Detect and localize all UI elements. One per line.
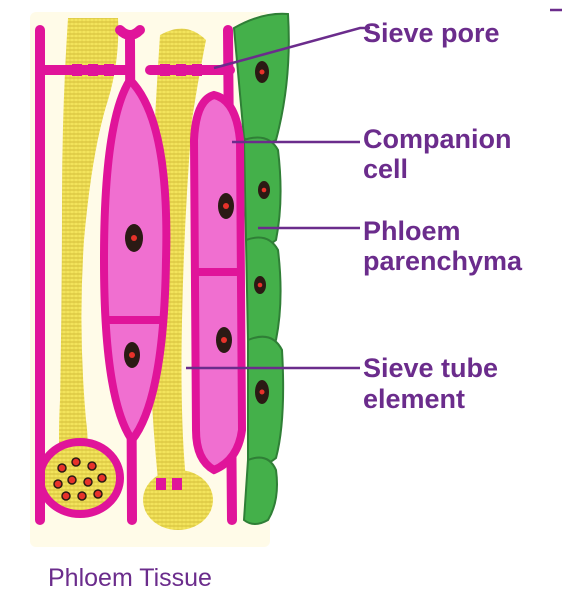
label-parenchyma-line2: parenchyma xyxy=(363,246,523,276)
label-companion-line2: cell xyxy=(363,154,408,184)
caption: Phloem Tissue xyxy=(48,564,212,592)
sieve-tube-element xyxy=(104,80,166,440)
label-parenchyma-line1: Phloem xyxy=(363,216,461,246)
label-sieve-tube-line2: element xyxy=(363,384,465,414)
label-sieve-pore: Sieve pore xyxy=(363,18,500,48)
label-companion-line1: Companion xyxy=(363,124,512,154)
label-sieve-tube-line1: Sieve tube xyxy=(363,353,498,383)
companion-cell xyxy=(194,95,242,470)
